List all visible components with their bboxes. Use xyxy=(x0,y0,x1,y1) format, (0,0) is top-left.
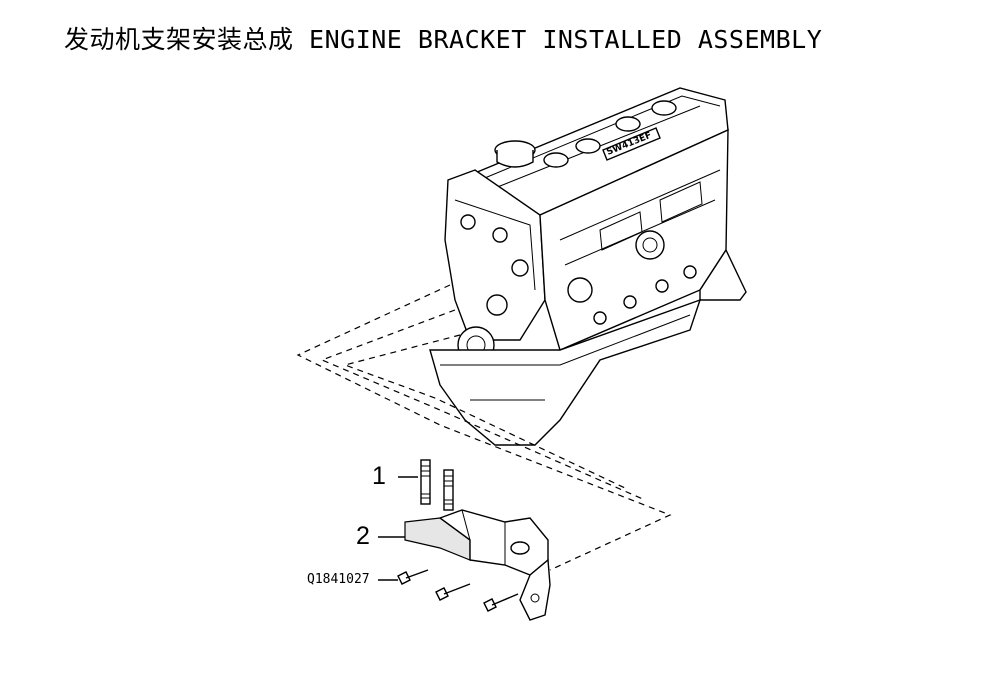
engine-assembly: SW413EF xyxy=(429,87,747,446)
part-1-studs xyxy=(398,459,454,511)
assembly-guide-lines xyxy=(296,284,672,571)
part-2-engine-bracket xyxy=(378,509,551,621)
callout-1: 1 xyxy=(372,462,386,490)
page-title: 发动机支架安装总成 ENGINE BRACKET INSTALLED ASSEM… xyxy=(64,25,823,54)
callout-2: 2 xyxy=(356,522,370,550)
drawing-number: Q1841027 xyxy=(307,572,370,587)
mounting-bolts xyxy=(378,569,519,612)
